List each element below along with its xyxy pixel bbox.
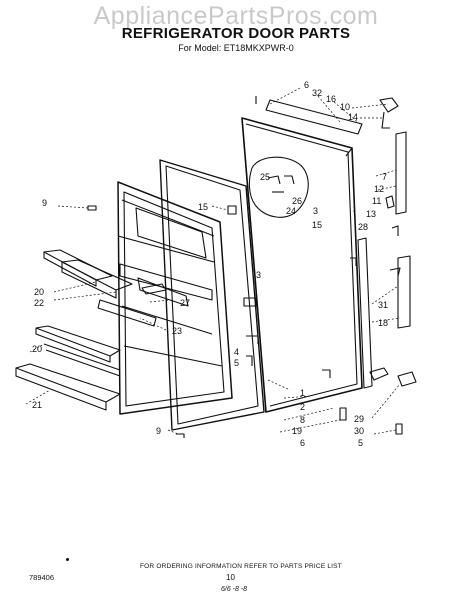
callout-9: 9 — [42, 198, 47, 208]
callout-labels: 6 32 16 10 14 25 26 24 7 12 11 13 28 3 1… — [32, 80, 388, 448]
callout-7: 7 — [382, 172, 387, 182]
outer-door-panel — [241, 117, 363, 413]
callout-24: 24 — [286, 206, 296, 216]
handwritten-note: 6/6 -8 -8 — [221, 586, 248, 593]
callout-28: 28 — [358, 222, 368, 232]
callout-20: 20 — [32, 344, 42, 354]
callout-15: 15 — [312, 220, 322, 230]
callout-1: 1 — [300, 388, 305, 398]
top-trim-and-hinge — [255, 96, 399, 135]
callout-25: 25 — [260, 172, 270, 182]
callout-16: 16 — [326, 94, 336, 104]
callout-3: 3 — [256, 270, 261, 280]
callout-23: 23 — [172, 326, 182, 336]
model-subtitle: For Model: ET18MKXPWR-0 — [178, 43, 294, 53]
callout-29: 29 — [354, 414, 364, 424]
door-gasket — [159, 159, 265, 431]
bullet-dot — [66, 558, 69, 561]
callout-30: 30 — [354, 426, 364, 436]
callout-27: 27 — [180, 298, 190, 308]
callout-19: 19 — [292, 426, 302, 436]
callout-26: 26 — [292, 196, 302, 206]
inner-door-liner — [117, 181, 233, 415]
callout-11: 11 — [372, 196, 381, 206]
document-number: 789406 — [29, 573, 55, 582]
callout-31: 31 — [378, 300, 388, 310]
callout-2: 2 — [300, 402, 305, 412]
callout-6: 6 — [304, 80, 309, 90]
callout-8: 8 — [300, 415, 305, 425]
callout-4: 4 — [234, 347, 239, 357]
watermark: AppliancePartsPros.com — [93, 2, 379, 30]
callout-18: 18 — [378, 318, 388, 328]
hinge-cam-detail — [248, 156, 309, 218]
callout-12: 12 — [374, 184, 384, 194]
small-hardware — [87, 205, 417, 438]
callout-14: 14 — [348, 112, 358, 122]
leader-lines — [25, 87, 401, 435]
callout-32: 32 — [312, 88, 322, 98]
callout-15: 15 — [198, 202, 208, 212]
door-shelves — [15, 249, 157, 411]
callout-3: 3 — [313, 206, 318, 216]
callout-13: 13 — [366, 209, 376, 219]
callout-21: 21 — [32, 400, 42, 410]
callout-20: 20 — [34, 287, 44, 297]
callout-5: 5 — [234, 358, 239, 368]
callout-5: 5 — [358, 438, 363, 448]
callout-6: 6 — [300, 438, 305, 448]
handle-bars — [357, 131, 411, 389]
callout-10: 10 — [340, 102, 350, 112]
page-number: 10 — [226, 573, 235, 582]
callout-22: 22 — [34, 298, 44, 308]
callout-9: 9 — [156, 426, 161, 436]
page-title: REFRIGERATOR DOOR PARTS — [121, 25, 351, 42]
ordering-note: FOR ORDERING INFORMATION REFER TO PARTS … — [140, 563, 342, 570]
